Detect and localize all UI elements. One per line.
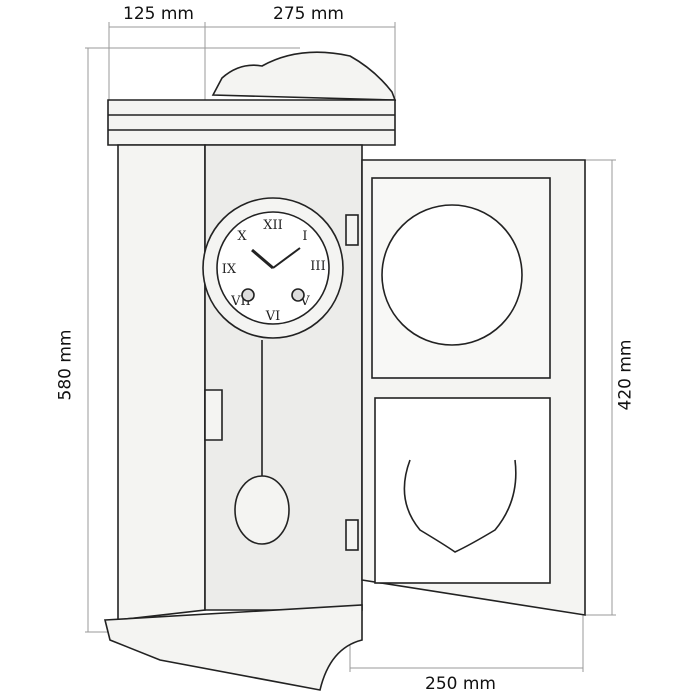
- width-label: 275 mm: [273, 4, 344, 24]
- svg-text:IX: IX: [222, 262, 237, 277]
- door-lower-panel: [374, 397, 551, 584]
- svg-text:V: V: [299, 294, 310, 309]
- door-height-label: 420 mm: [615, 339, 636, 411]
- pendulum: [204, 340, 290, 545]
- svg-text:I: I: [302, 229, 307, 244]
- svg-text:III: III: [310, 259, 325, 274]
- svg-text:VI: VI: [265, 309, 281, 324]
- hinge-bottom: [345, 519, 359, 551]
- svg-text:X: X: [237, 229, 247, 244]
- ornament: [403, 459, 517, 553]
- door-width-label: 250 mm: [425, 674, 496, 694]
- svg-text:XII: XII: [263, 218, 283, 233]
- crown: [211, 51, 397, 101]
- hinge-top: [345, 214, 359, 246]
- depth-label: 125 mm: [123, 4, 194, 24]
- door-glass: [381, 204, 523, 346]
- clock-case: [103, 51, 586, 691]
- case-side: [117, 144, 206, 621]
- height-label: 580 mm: [55, 329, 76, 401]
- base: [103, 604, 363, 691]
- cornice: [107, 99, 396, 146]
